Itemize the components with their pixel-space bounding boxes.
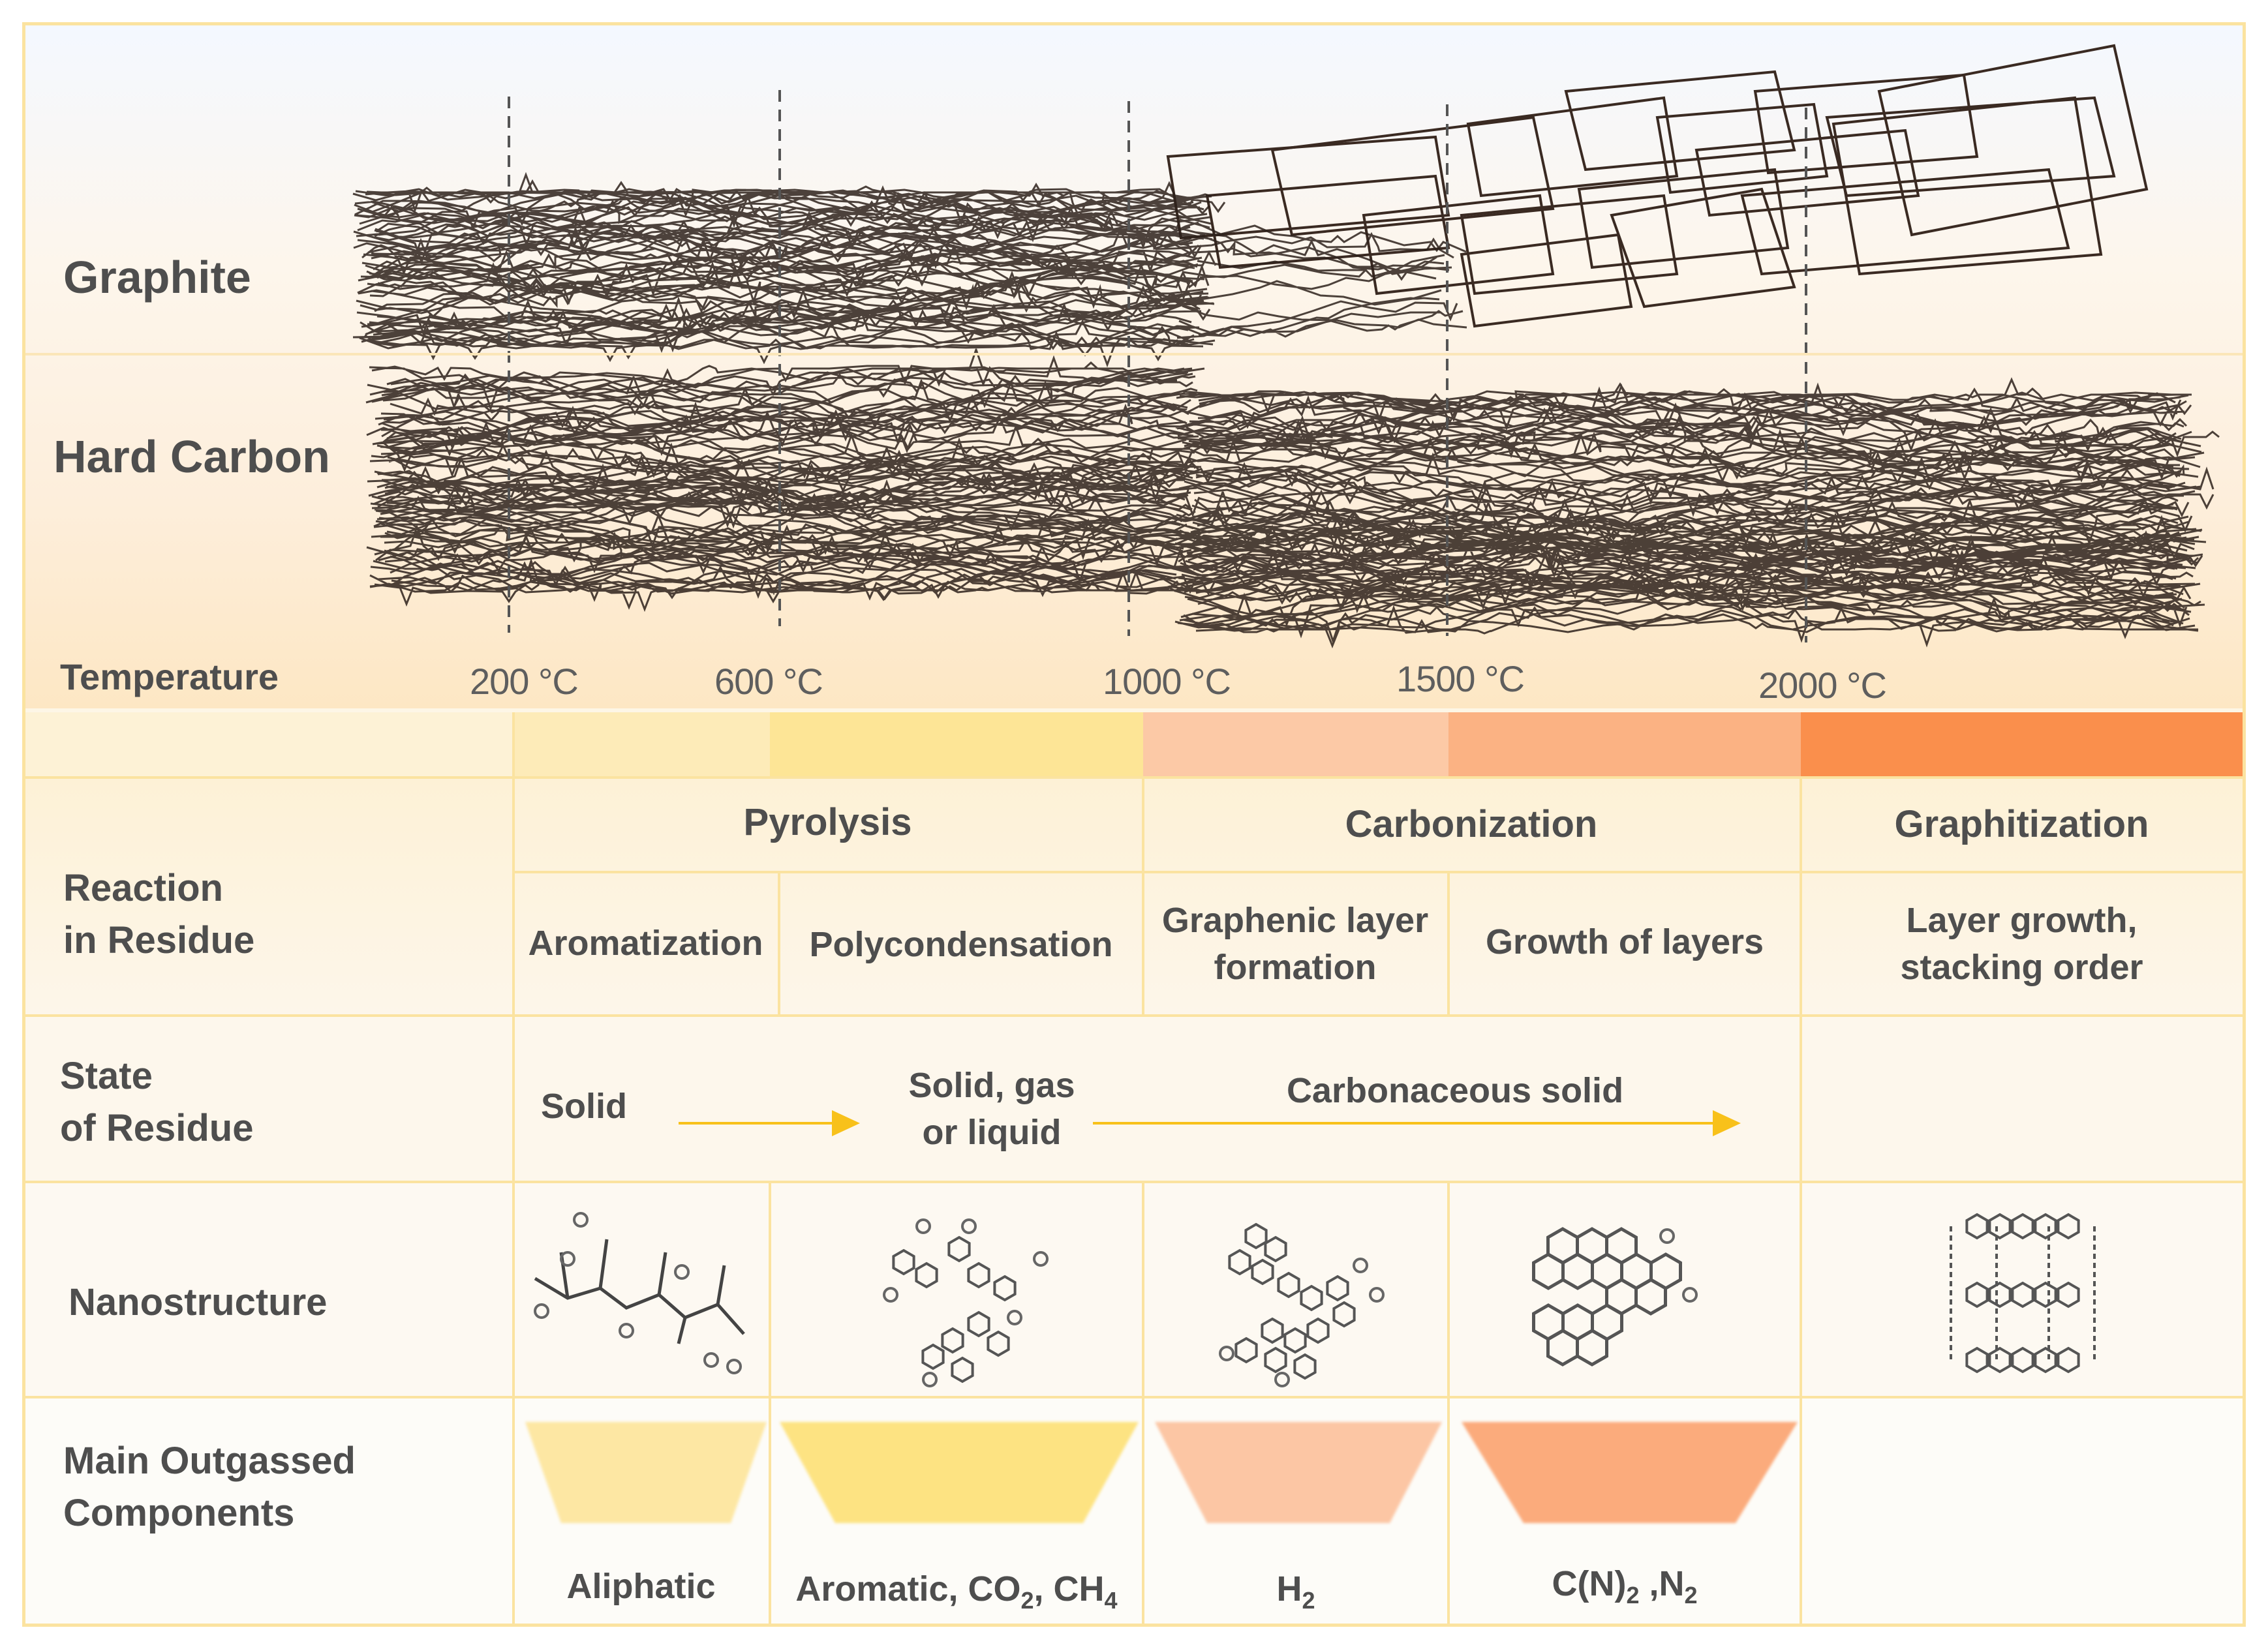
grid-v-5 [1142,1181,1144,1624]
hard-carbon-label: Hard Carbon [54,431,330,482]
stage-pyrolysis: Pyrolysis [743,801,912,843]
aliphatic-molecule-icon [535,1213,745,1373]
nanostructure-row-bg [25,1182,2243,1397]
reaction-growth: Growth of layers [1485,922,1764,961]
state-solid-gas-line1: Solid, gas [908,1066,1075,1105]
reaction-layer-growth-line2: stacking order [1900,948,2143,987]
reaction-label-line2: in Residue [63,919,255,961]
trapezoid-aliphatic [525,1422,767,1523]
grid-v-3 [769,1181,771,1624]
cn-sub-2: 2 [1684,1581,1698,1609]
cn-sub-1: 2 [1626,1581,1640,1609]
grid-v-1 [512,712,515,1624]
grid-h-2 [513,871,2243,873]
grid-h-5 [25,1396,2243,1398]
stage-graphitization: Graphitization [1894,803,2149,845]
outgassed-label-line1: Main Outgassed [63,1440,356,1482]
temp-200: 200 °C [470,661,579,702]
reaction-aromatization: Aromatization [528,924,763,963]
crumpled-carbon-sheets-illustration [352,172,2220,649]
grid-h-3 [25,1014,2243,1017]
temp-1500: 1500 °C [1396,658,1525,699]
band-2000-plus [1801,712,2243,778]
graphite-hardcarbon-separator [25,353,2243,355]
reaction-graphenic-line2: formation [1214,948,1377,987]
state-solid-gas-line2: or liquid [922,1113,1062,1152]
reaction-layer-growth-line1: Layer growth, [1906,901,2138,940]
temp-600: 600 °C [714,661,823,702]
state-solid: Solid [541,1087,627,1126]
aromatic-text-a: Aromatic, CO [795,1569,1021,1609]
band-600-1000 [770,712,1143,778]
band-base [25,712,513,778]
grid-v-2 [778,871,780,1014]
h2-sub: 2 [1302,1586,1315,1614]
aromatic-sub-2: 4 [1104,1586,1118,1614]
carbon-structure-illustration [352,44,2220,649]
reaction-label-line1: Reaction [63,867,223,909]
grid-v-4 [1142,778,1144,1014]
reaction-row-bg [25,778,2243,1016]
stacked-graphite-icon [1950,1213,2096,1373]
arrow-icon-2 [1093,1110,1741,1136]
grid-h-1 [25,776,2243,779]
aromatic-text-b: , CH [1034,1569,1105,1609]
grid-v-6 [1447,871,1450,1014]
cn-text-a: C(N) [1552,1564,1627,1603]
outgassed-row-bg [25,1397,2243,1624]
outgassed-label-line2: Components [63,1492,295,1534]
stage-carbonization: Carbonization [1345,803,1598,845]
arrow-icon-1 [679,1110,860,1136]
nanostructure-label: Nanostructure [69,1281,328,1323]
state-carbonaceous: Carbonaceous solid [1286,1071,1624,1110]
temp-2000: 2000 °C [1758,665,1887,706]
reaction-graphenic-line1: Graphenic layer [1161,901,1429,940]
cn-text-b: ,N [1639,1564,1685,1603]
grid-v-8 [1800,778,1802,1624]
outgassed-h2: H2 [1144,1565,1447,1624]
temp-1000: 1000 °C [1103,661,1231,702]
trapezoid-cn [1462,1422,1798,1523]
grid-h-4 [25,1181,2243,1183]
state-row-bg [25,1016,2243,1182]
band-200-600 [513,712,770,778]
graphite-label: Graphite [63,252,251,303]
reaction-polycondensation: Polycondensation [809,925,1113,964]
state-label-line1: State [60,1055,153,1097]
trapezoid-h2 [1155,1422,1442,1523]
outgassed-aromatic: Aromatic, CO2, CH4 [771,1565,1142,1624]
aromatic-sub-1: 2 [1020,1586,1034,1614]
outgassed-cn: C(N)2 ,N2 [1450,1560,1800,1619]
band-1500-2000 [1448,712,1801,778]
trapezoid-aromatic [780,1422,1139,1523]
outgassed-aliphatic: Aliphatic [566,1567,716,1606]
band-1000-1500 [1143,712,1448,778]
temperature-label: Temperature [60,656,279,697]
figure-frame [22,22,2246,1627]
grid-v-7 [1447,1181,1450,1624]
h2-text: H [1276,1569,1302,1609]
state-label-line2: of Residue [60,1107,254,1149]
temperature-dashed-lines [508,90,1807,642]
